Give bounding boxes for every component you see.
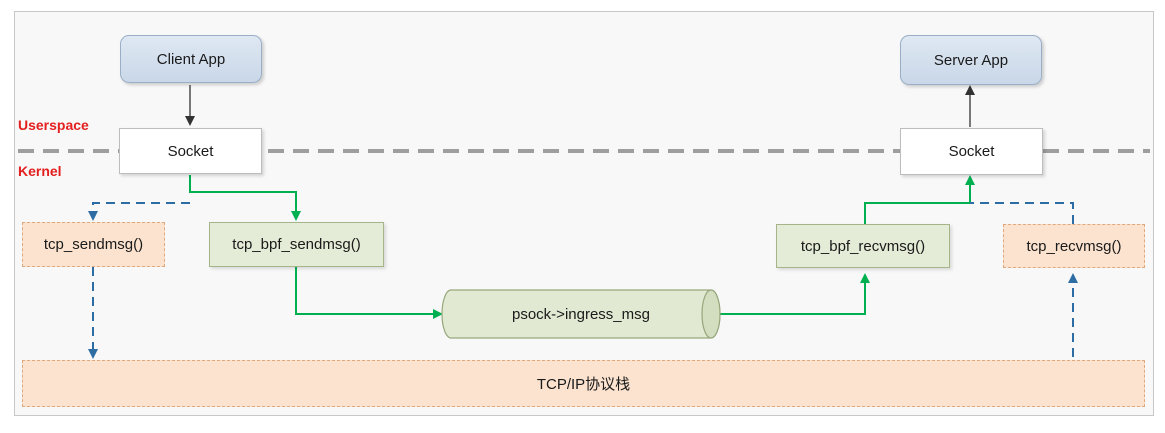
psock-to-bpf-recv-path: [717, 273, 870, 315]
tcp-recvmsg-label: tcp_recvmsg(): [1026, 237, 1122, 255]
tcpip-stack-box: TCP/IP协议栈: [22, 360, 1145, 407]
normal-send-path: [88, 202, 190, 221]
server-socket-box: Socket: [900, 128, 1043, 175]
server-app-box: Server App: [900, 35, 1042, 85]
tcp-bpf-recvmsg-box: tcp_bpf_recvmsg(): [776, 224, 950, 268]
tcp-recvmsg-box: tcp_recvmsg(): [1003, 224, 1145, 268]
kernel-label: Kernel: [18, 163, 62, 179]
client-socket-label: Socket: [167, 142, 214, 160]
client-app-label: Client App: [156, 50, 226, 68]
tcp-sendmsg-box: tcp_sendmsg(): [22, 222, 165, 267]
tcp-bpf-sendmsg-box: tcp_bpf_sendmsg(): [209, 222, 384, 267]
tcp-bpf-recvmsg-label: tcp_bpf_recvmsg(): [800, 237, 926, 255]
tcp-bpf-sendmsg-label: tcp_bpf_sendmsg(): [232, 236, 361, 253]
normal-recv-path: [970, 202, 1074, 224]
tcpip-stack-label: TCP/IP协议栈: [536, 376, 631, 393]
client-socket-box: Socket: [119, 128, 262, 174]
client-app-box: Client App: [120, 35, 262, 83]
psock-ingress-queue: [441, 289, 721, 339]
server-app-label: Server App: [933, 51, 1009, 69]
userspace-label: Userspace: [18, 117, 89, 133]
bpf-to-psock-path: [295, 267, 443, 319]
bpf-send-path: [189, 175, 301, 221]
server-socket-label: Socket: [948, 143, 995, 160]
tcp-sendmsg-label: tcp_sendmsg(): [43, 236, 144, 253]
bpf-recv-to-socket-path: [864, 175, 975, 224]
psock-ingress-label: psock->ingress_msg: [512, 305, 650, 323]
